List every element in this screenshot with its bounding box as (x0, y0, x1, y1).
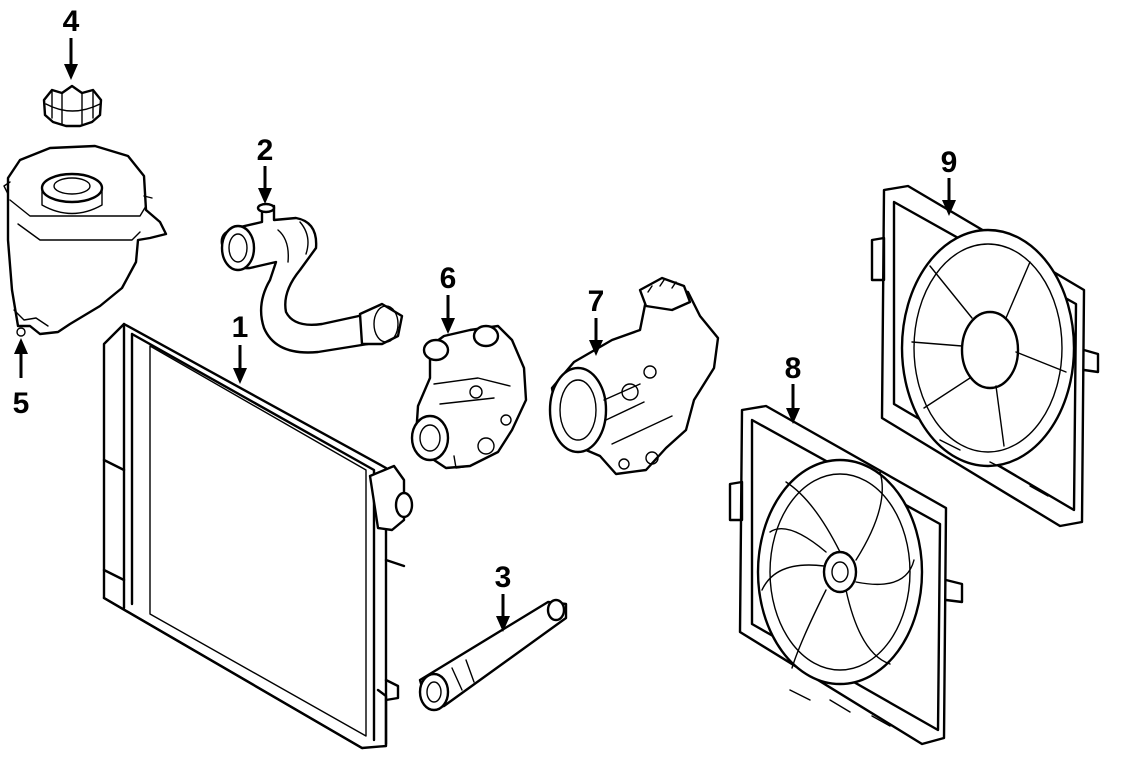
callout-8: 8 (785, 352, 802, 385)
callout-2: 2 (257, 134, 274, 167)
upper-radiator-hose[interactable] (220, 202, 404, 354)
leader-line-1 (233, 345, 247, 384)
callout-6: 6 (440, 262, 457, 295)
fan-assembly-rear[interactable] (870, 184, 1100, 528)
leader-line-6 (441, 295, 455, 334)
expansion-tank[interactable] (3, 144, 168, 337)
callout-3: 3 (495, 561, 512, 594)
thermostat-housing[interactable] (410, 324, 528, 470)
reservoir-cap[interactable] (42, 84, 103, 128)
callout-5: 5 (13, 387, 30, 420)
callout-1: 1 (232, 311, 249, 344)
callout-7: 7 (588, 285, 605, 318)
callout-9: 9 (941, 146, 958, 179)
leader-line-7 (589, 318, 603, 356)
leader-line-3 (496, 594, 510, 632)
electric-water-pump[interactable] (548, 276, 720, 476)
radiator[interactable] (102, 322, 414, 750)
leader-line-8 (786, 384, 800, 424)
fan-assembly-front[interactable] (728, 404, 964, 746)
leader-line-2 (258, 166, 272, 204)
leader-line-5 (14, 338, 28, 378)
leader-line-9 (942, 178, 956, 216)
leader-line-4 (64, 38, 78, 80)
callout-4: 4 (63, 5, 80, 38)
lower-hose[interactable] (418, 598, 568, 712)
